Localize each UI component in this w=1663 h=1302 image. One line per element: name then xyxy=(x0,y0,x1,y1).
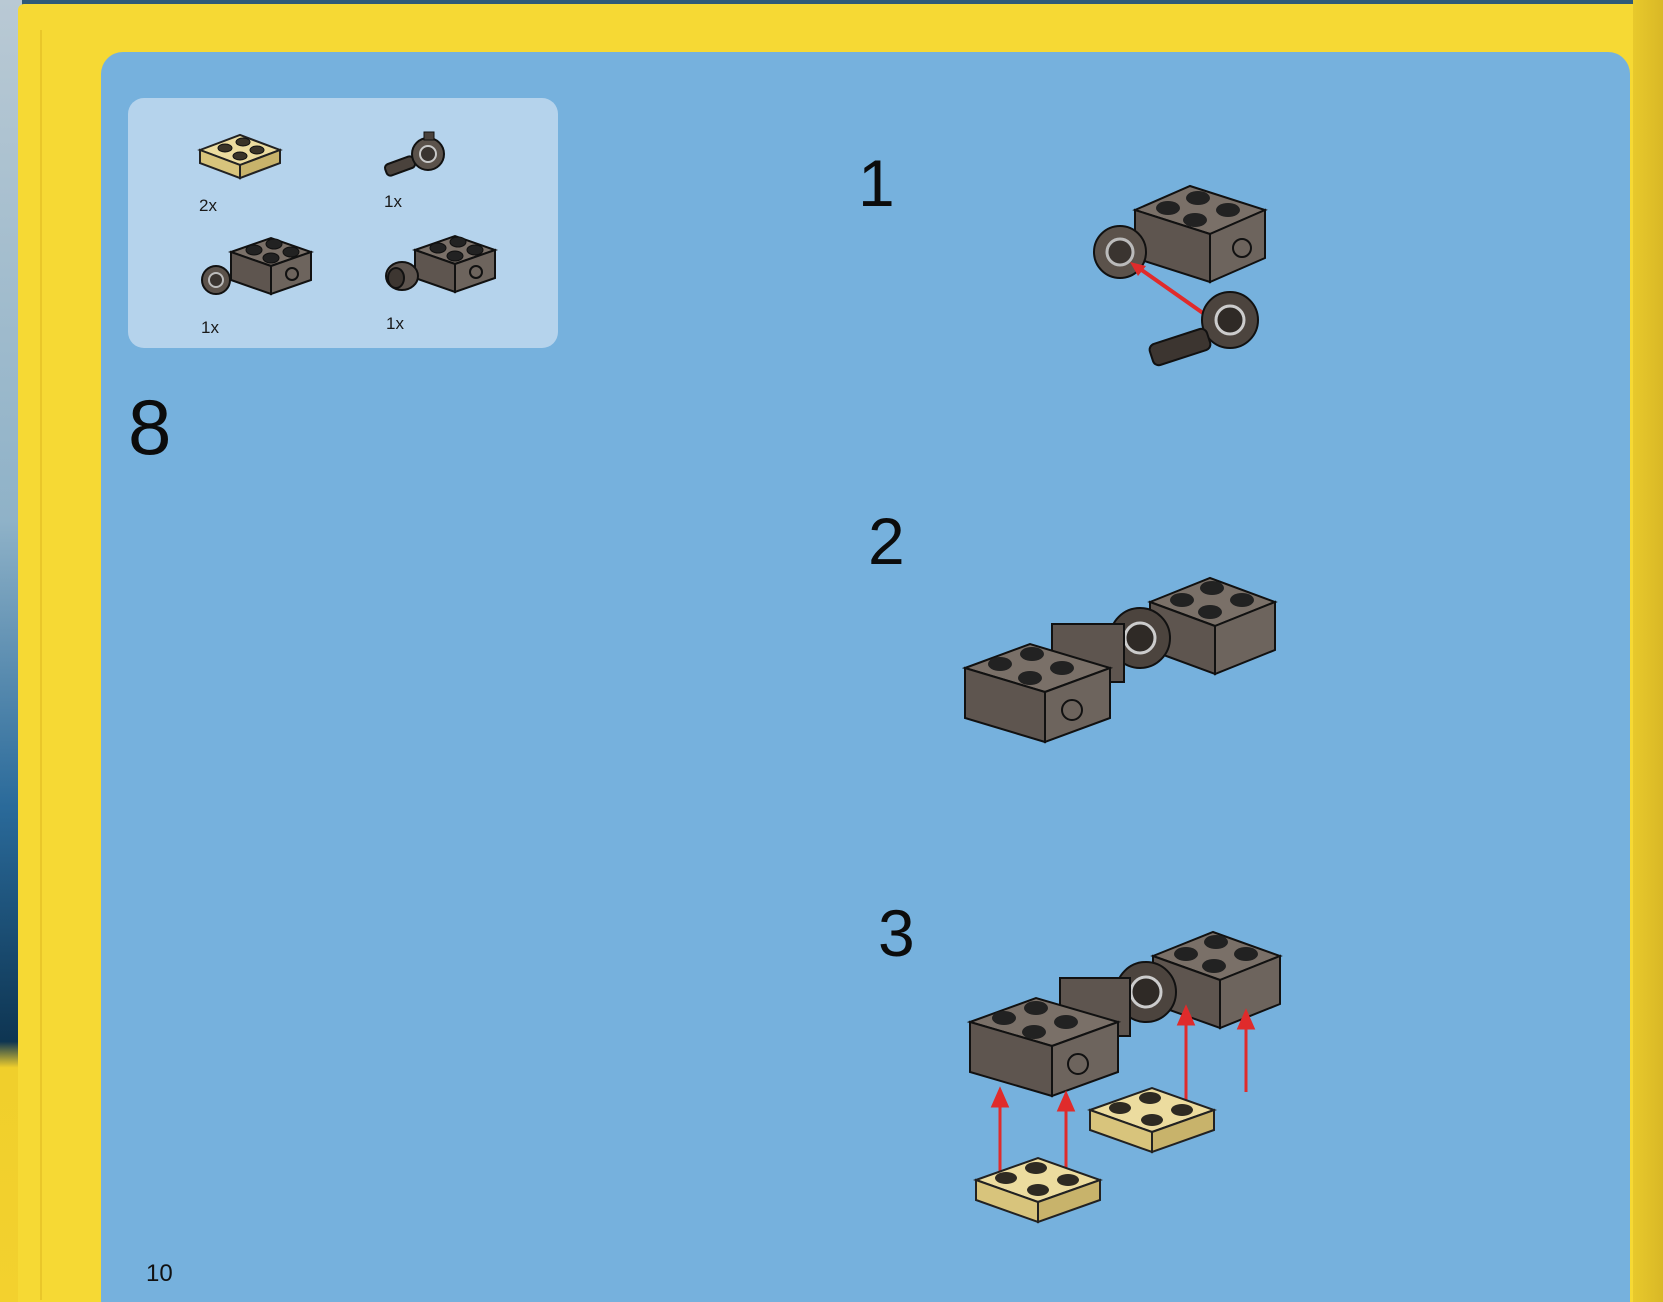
substep-number: 3 xyxy=(878,896,915,970)
page-fold-line xyxy=(40,30,42,1300)
part-qty-label: 2x xyxy=(199,196,217,215)
ball-joint-icon xyxy=(383,131,445,177)
adjacent-page-edge xyxy=(0,0,22,1302)
part-qty-label: 1x xyxy=(201,318,219,337)
part-qty-label: 1x xyxy=(384,192,402,211)
substep-number: 2 xyxy=(868,504,905,578)
parts-list-box xyxy=(128,98,558,348)
part-qty-label: 1x xyxy=(386,314,404,333)
page-number: 10 xyxy=(146,1260,173,1287)
brick-with-socket-icon xyxy=(201,236,315,296)
step-number: 8 xyxy=(128,383,172,471)
substep-1-illustration xyxy=(1093,184,1268,367)
substep-number: 1 xyxy=(858,146,895,220)
substep-3-illustration xyxy=(966,930,1283,1224)
brick-with-pin-icon xyxy=(385,234,499,294)
tan-plate-icon xyxy=(197,133,283,180)
substep-2-illustration xyxy=(961,576,1278,744)
right-page-edge xyxy=(1633,0,1663,1302)
